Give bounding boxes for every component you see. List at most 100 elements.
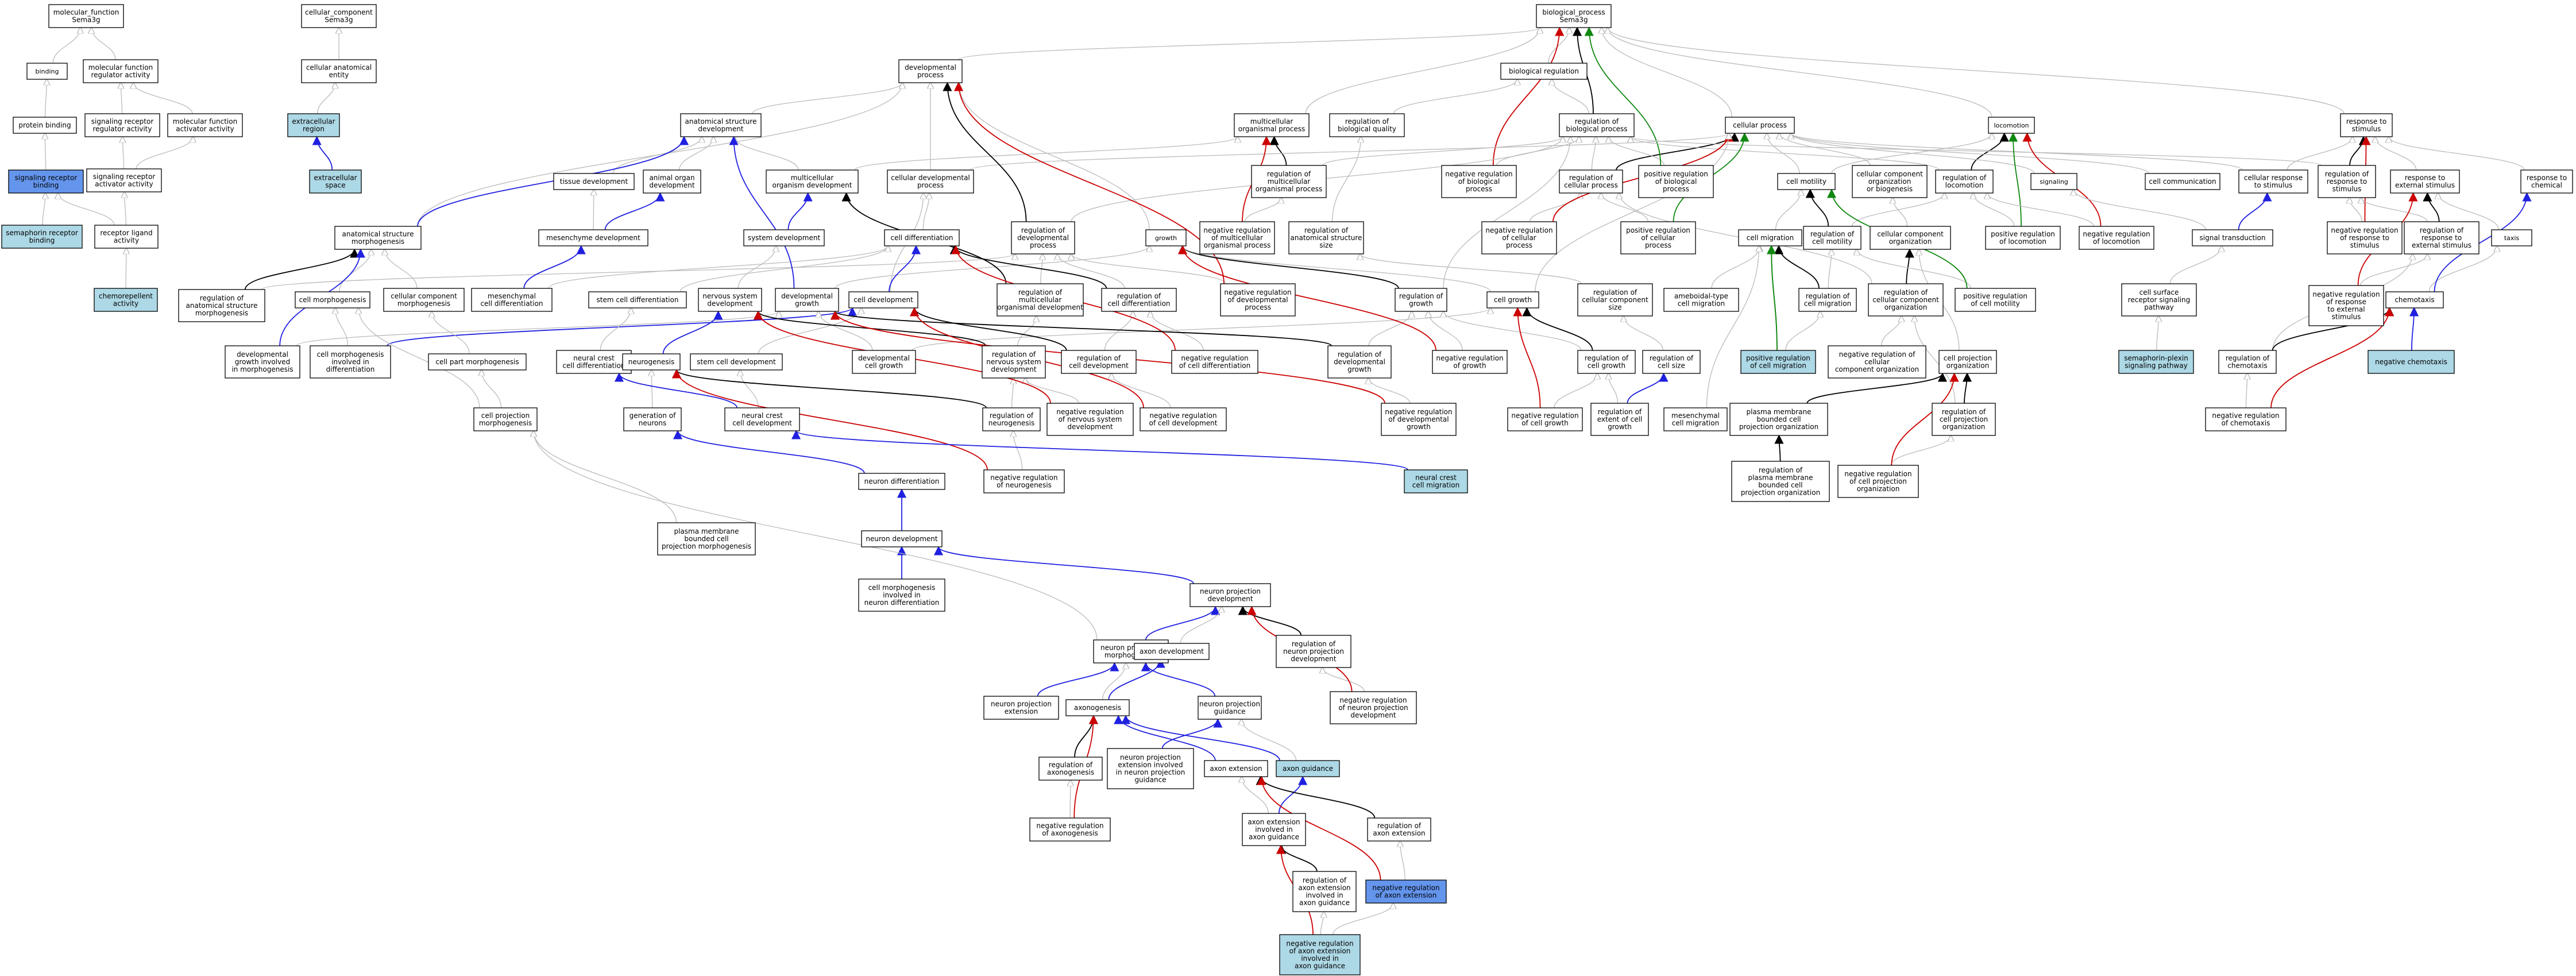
node-stem-dev[interactable]: stem cell development [690,353,783,371]
node-cell-comm[interactable]: cell communication [2145,173,2220,190]
node-stem-diff[interactable]: stem cell differentiation [588,291,687,308]
node-cell-dev[interactable]: cell development [848,291,918,308]
node-growth[interactable]: growth [1145,229,1187,246]
node-cpm[interactable]: cell part morphogenesis [428,353,527,371]
node-locomotion[interactable]: locomotion [1988,117,2035,134]
node-tissue-dev[interactable]: tissue development [553,173,635,190]
node-neuron-dev[interactable]: neuron development [861,530,943,547]
node-neurogenesis[interactable]: neurogenesis [622,353,681,371]
node-axon-ext[interactable]: axon extension [1204,760,1268,777]
node-neuron-diff[interactable]: neuron differentiation [858,473,945,490]
node-taxis[interactable]: taxis [2491,229,2532,246]
node-axon-guid[interactable]: axon guidance [1276,760,1340,777]
node-sys-dev[interactable]: system development [743,229,825,246]
node-biol-reg[interactable]: biological regulation [1500,63,1588,80]
node-chemotaxis[interactable]: chemotaxis [2385,291,2444,308]
node-cell-motility[interactable]: cell motility [1777,173,1836,190]
node-axonogenesis[interactable]: axonogenesis [1065,699,1130,716]
node-prot-bind[interactable]: protein binding [13,117,77,134]
node-neg-chemotaxis[interactable]: negative chemotaxis [2368,350,2455,374]
node-mes-dev[interactable]: mesenchyme development [538,229,648,246]
node-axon-dev[interactable]: axon development [1134,643,1210,660]
